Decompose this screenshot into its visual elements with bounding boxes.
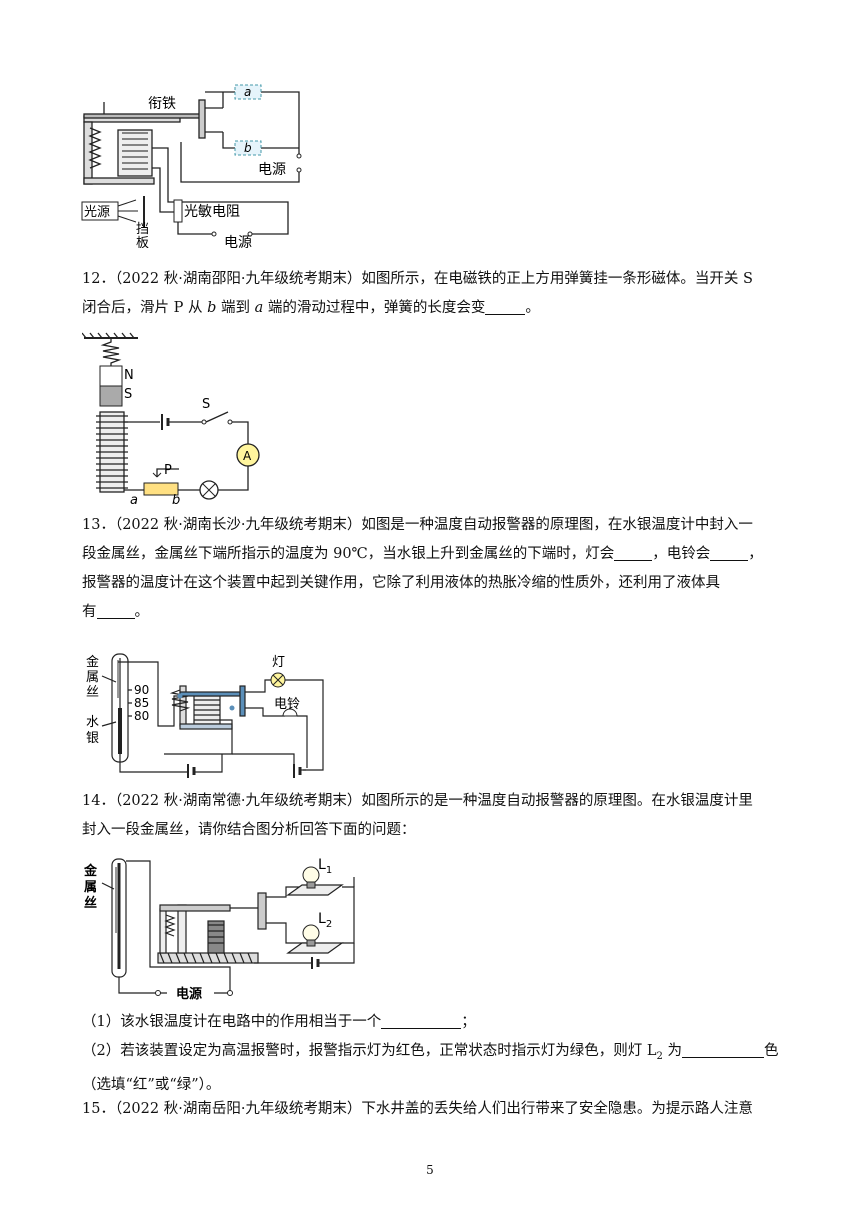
q14-subquestions: （1）该水银温度计在电路中的作用相当于一个； （2）若该装置设定为高温报警时，报… (82, 1008, 782, 1100)
label-L2: L2 (318, 911, 332, 930)
label-b: b (244, 141, 252, 155)
question-13: 13．（2022 秋·湖南长沙·九年级统考期末）如图是一种温度自动报警器的原理图… (82, 511, 782, 627)
q14-line-1: 14．（2022 秋·湖南常德·九年级统考期末）如图所示的是一种温度自动报警器的… (82, 793, 753, 809)
label-armature: 衔铁 (148, 96, 176, 112)
question-15: 15．（2022 秋·湖南岳阳·九年级统考期末）下水井盖的丢失给人们出行带来了安… (82, 1095, 782, 1124)
label-power: 电源 (176, 986, 202, 1002)
question-12: 12．（2022 秋·湖南邵阳·九年级统考期末）如图所示，在电磁铁的正上方用弹簧… (82, 265, 782, 323)
q14-sub-2: （2）若该装置设定为高温报警时，报警指示灯为红色，正常状态时指示灯为绿色，则灯 … (82, 1041, 779, 1062)
q12-line-2: 闭合后，滑片 P 从 b 端到 a 端的滑动过程中，弹簧的长度会变。 (82, 298, 540, 316)
label-P: P (164, 463, 172, 478)
label-metal-wire-1: 金 (86, 654, 99, 670)
q13-line-3: 报警器的温度计在这个装置中起到关键作用，它除了利用液体的热胀冷缩的性质外，还利用… (82, 575, 720, 591)
label-a-end: a (130, 493, 138, 507)
label-lamp: 灯 (272, 655, 285, 670)
q14-blank-1[interactable] (381, 1012, 462, 1029)
tick-80: 80 (134, 709, 149, 723)
q13-line-1: 13．（2022 秋·湖南长沙·九年级统考期末）如图是一种温度自动报警器的原理图… (82, 517, 753, 533)
tick-85: 85 (134, 696, 149, 710)
q12-answer-blank[interactable] (485, 298, 526, 315)
label-mercury-2: 银 (86, 731, 99, 746)
label-bell: 电铃 (274, 697, 300, 712)
q13-line-2: 段金属丝，金属丝下端所指示的温度为 90℃，当水银上升到金属丝的下端时，灯会，电… (82, 544, 763, 562)
label-metal-wire-1: 金 (83, 863, 98, 879)
label-a: a (244, 85, 251, 99)
q14-sub-1: （1）该水银温度计在电路中的作用相当于一个； (82, 1012, 476, 1030)
label-photoresistor: 光敏电阻 (184, 204, 240, 220)
q14-line-2: 封入一段金属丝，请你结合图分析回答下面的问题： (82, 822, 416, 838)
q13-blank-lamp[interactable] (614, 544, 653, 561)
q13-blank-property[interactable] (96, 602, 135, 619)
tick-90: 90 (134, 683, 149, 697)
label-power-top: 电源 (258, 162, 286, 178)
label-ammeter: A (243, 449, 252, 463)
label-metal-wire-2: 属 (86, 670, 99, 685)
q12-line-1: 12．（2022 秋·湖南邵阳·九年级统考期末）如图所示，在电磁铁的正上方用弹簧… (82, 271, 753, 287)
page-number: 5 (426, 1163, 434, 1177)
label-switch: S (202, 397, 210, 412)
question-14: 14．（2022 秋·湖南常德·九年级统考期末）如图所示的是一种温度自动报警器的… (82, 787, 782, 845)
label-S-magnet: S (124, 387, 132, 402)
figure-q14-temperature-alarm: 金 属 丝 L1 L2 电源 (83, 857, 355, 1002)
q14-sub-2-line-2: （选填“红”或“绿”）。 (82, 1076, 221, 1093)
q13-line-4: 有。 (82, 602, 149, 620)
label-metal-wire-2: 属 (84, 880, 97, 895)
label-power-bottom: 电源 (224, 235, 252, 248)
figure-q13-temperature-alarm: 金 属 丝 水 银 90 85 80 灯 电铃 (86, 653, 324, 778)
figure-q12-electromagnet-circuit: N S S A P a b (82, 332, 260, 507)
label-N: N (124, 368, 134, 383)
label-metal-wire-3: 丝 (86, 685, 99, 700)
label-baffle-1: 挡 (136, 222, 149, 237)
q14-blank-2[interactable] (681, 1041, 764, 1058)
label-mercury-1: 水 (86, 715, 99, 730)
label-baffle-2: 板 (136, 236, 149, 248)
label-metal-wire-3: 丝 (84, 895, 97, 911)
q15-line-1: 15．（2022 秋·湖南岳阳·九年级统考期末）下水井盖的丢失给人们出行带来了安… (82, 1101, 753, 1117)
q13-blank-bell[interactable] (710, 544, 749, 561)
figure-q11-relay-circuit: 衔铁 a b 电源 光源 光敏电阻 挡 板 电源 (81, 84, 302, 248)
label-b-end: b (172, 493, 180, 507)
label-L1: L1 (318, 857, 332, 876)
label-light-source: 光源 (84, 205, 110, 220)
